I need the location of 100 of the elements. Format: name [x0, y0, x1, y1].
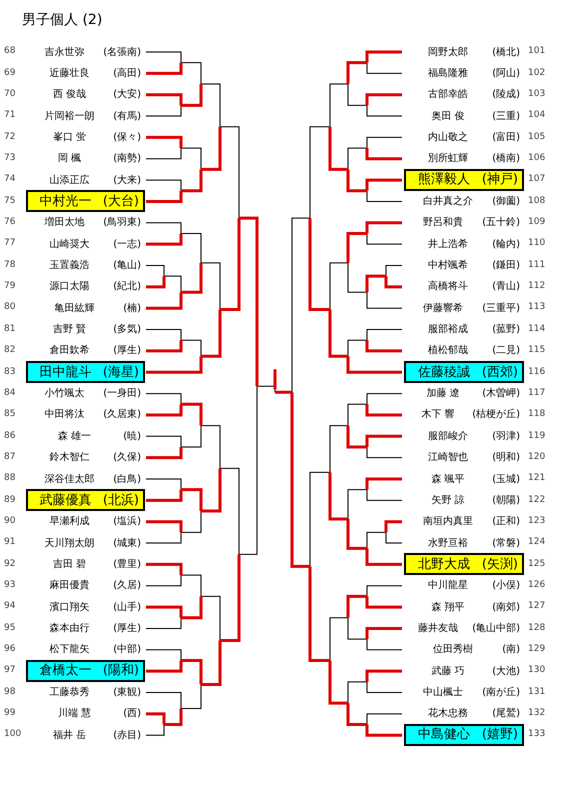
player-name: 奥田 俊: [430, 110, 466, 124]
school-name: (暁): [123, 430, 141, 444]
school-name: (羽津): [492, 430, 520, 444]
entry-number: 129: [527, 643, 546, 656]
entry-number: 94: [4, 600, 16, 614]
entry-number: 99: [4, 707, 16, 720]
entry-number: 120: [527, 450, 546, 464]
school-name: (鎌田): [492, 259, 520, 273]
school-name: (西): [123, 707, 141, 722]
player-name: 野呂和貴: [422, 216, 464, 230]
entry-number: 85: [4, 408, 16, 422]
school-name: (陵成): [492, 88, 520, 102]
school-name: (西郊): [482, 364, 518, 382]
school-name: (亀山中部): [472, 622, 520, 636]
player-name: 内山敬之: [427, 130, 470, 145]
player-name: 松下龍矢: [48, 642, 91, 658]
school-name: (大台): [102, 192, 139, 211]
entry-number: 108: [527, 194, 546, 208]
entry-number: 89: [4, 494, 16, 507]
player-name: 江崎智也: [427, 450, 470, 466]
entry-number: 127: [527, 600, 546, 614]
entry-number: 131: [527, 686, 546, 699]
entry-number: 110: [527, 237, 546, 250]
school-name: (阿山): [492, 66, 520, 81]
school-name: (御薗): [492, 194, 520, 209]
player-name: 中村颯希: [427, 258, 470, 273]
school-name: (尾鷲): [492, 706, 520, 722]
entry-number: 130: [527, 664, 546, 678]
entry-number: 132: [527, 707, 546, 720]
entry-number: 133: [527, 728, 546, 742]
school-name: (久居東): [103, 408, 141, 422]
entry-number: 125: [527, 558, 546, 571]
player-name: 深谷佳太郎: [44, 472, 96, 486]
player-name: 別所虹輝: [427, 152, 470, 166]
entry-number: 81: [4, 322, 16, 336]
player-name: 小竹颯太: [44, 386, 86, 402]
player-name: 倉橋太一: [38, 662, 92, 680]
school-name: (東観): [113, 686, 141, 700]
entry-number: 88: [4, 472, 16, 486]
player-name: 山添正広: [48, 174, 91, 188]
entry-number: 117: [527, 386, 546, 400]
school-name: (鳥羽東): [103, 216, 141, 230]
player-name: 源口太陽: [48, 280, 91, 294]
player-name: 山崎奨大: [48, 238, 91, 252]
school-name: (青山): [492, 280, 520, 294]
player-name: 福井 岳: [52, 728, 88, 743]
entry-number: 72: [4, 130, 16, 144]
entry-number: 92: [4, 558, 16, 571]
player-name: 井上浩希: [427, 238, 470, 252]
player-name: 高橋将斗: [427, 280, 470, 294]
entry-number: 111: [527, 258, 546, 272]
school-name: (中部): [113, 642, 141, 658]
school-name: (五十鈴): [482, 216, 520, 230]
school-name: (有馬): [113, 110, 141, 124]
entry-number: 105: [527, 130, 546, 144]
school-name: (久居): [113, 579, 141, 594]
player-name: 佐藤稜誠: [416, 364, 471, 382]
entry-number: 74: [4, 173, 16, 186]
school-name: (大安): [113, 88, 141, 102]
player-name: 北野大成: [416, 556, 471, 574]
entry-number: 116: [527, 366, 546, 378]
entry-number: 77: [4, 237, 16, 250]
entry-number: 113: [527, 301, 546, 314]
school-name: (正和): [492, 514, 520, 530]
school-name: (明和): [492, 450, 520, 466]
school-name: (二見): [492, 344, 520, 358]
entry-number: 84: [4, 386, 16, 400]
player-name: 服部峻介: [427, 430, 470, 444]
player-name: 伊藤響希: [422, 302, 464, 316]
entry-number: 101: [527, 45, 546, 58]
entry-number: 103: [527, 88, 546, 101]
player-name: 加藤 遼: [426, 386, 461, 402]
player-name: 位田秀樹: [432, 642, 474, 658]
player-name: 工藤恭秀: [48, 686, 91, 700]
player-name: 武藤 巧: [430, 664, 466, 679]
entry-number: 104: [527, 109, 546, 122]
school-name: (桔梗が丘): [472, 408, 520, 422]
entry-number: 126: [527, 579, 546, 592]
school-name: (紀北): [113, 280, 141, 294]
school-name: (神戸): [482, 171, 518, 190]
player-name: 森 颯平: [430, 472, 466, 486]
player-name: 熊澤毅人: [416, 171, 471, 190]
school-name: (菰野): [492, 322, 520, 338]
school-name: (名張南): [103, 46, 141, 60]
school-name: (厚生): [113, 622, 141, 636]
entry-number: 124: [527, 536, 546, 550]
entry-number: 118: [527, 408, 546, 422]
school-name: (楠): [123, 302, 141, 316]
school-name: (一志): [113, 238, 141, 252]
school-name: (豊里): [113, 558, 141, 572]
school-name: (矢渕): [482, 556, 518, 574]
school-name: (白鳥): [113, 472, 141, 486]
school-name: (山手): [113, 600, 141, 615]
entry-number: 76: [4, 216, 16, 230]
entry-number: 112: [527, 280, 546, 294]
school-name: (一身田): [103, 387, 141, 402]
player-name: 福島隆雅: [427, 66, 470, 81]
player-name: 川端 慧: [57, 706, 92, 722]
player-name: 藤井友哉: [417, 622, 460, 636]
player-name: 南垣内真里: [422, 514, 474, 530]
